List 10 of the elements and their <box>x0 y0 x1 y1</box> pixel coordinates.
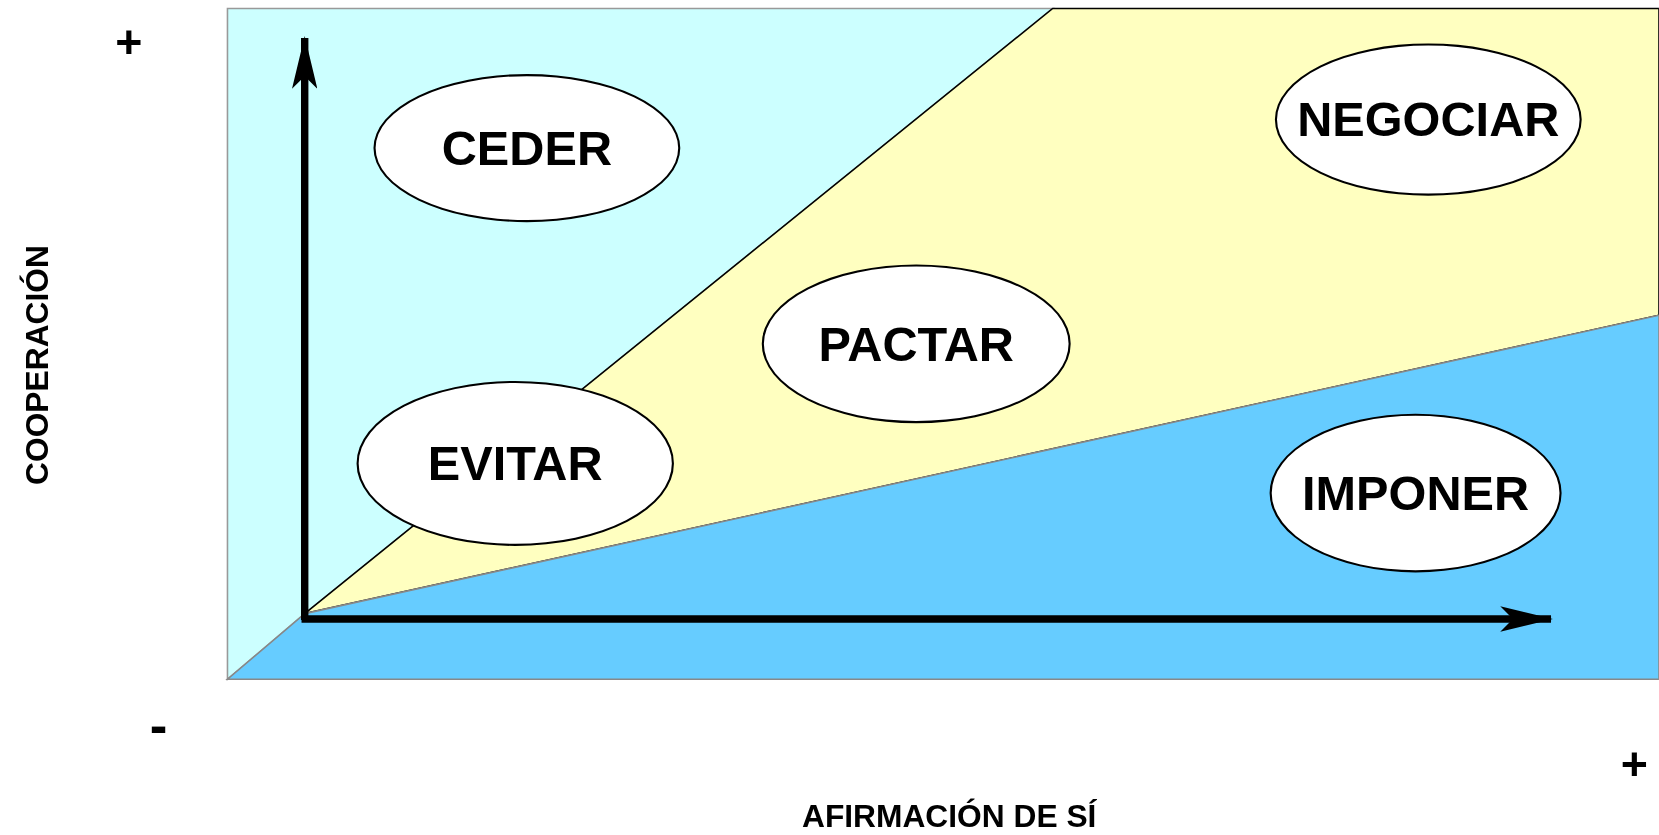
node-label: NEGOCIAR <box>1297 91 1560 149</box>
node-label: IMPONER <box>1302 464 1530 522</box>
axis-title: AFIRMACIÓN DE SÍ <box>801 800 1097 833</box>
node-label: EVITAR <box>427 434 603 492</box>
node-label: CEDER <box>441 119 613 177</box>
node-label: PACTAR <box>818 315 1014 373</box>
plus-sign: + <box>115 19 143 66</box>
plus-sign: + <box>1620 740 1649 788</box>
axis-title: COOPERACIÓN <box>21 245 53 485</box>
minus-sign: - <box>149 699 168 753</box>
